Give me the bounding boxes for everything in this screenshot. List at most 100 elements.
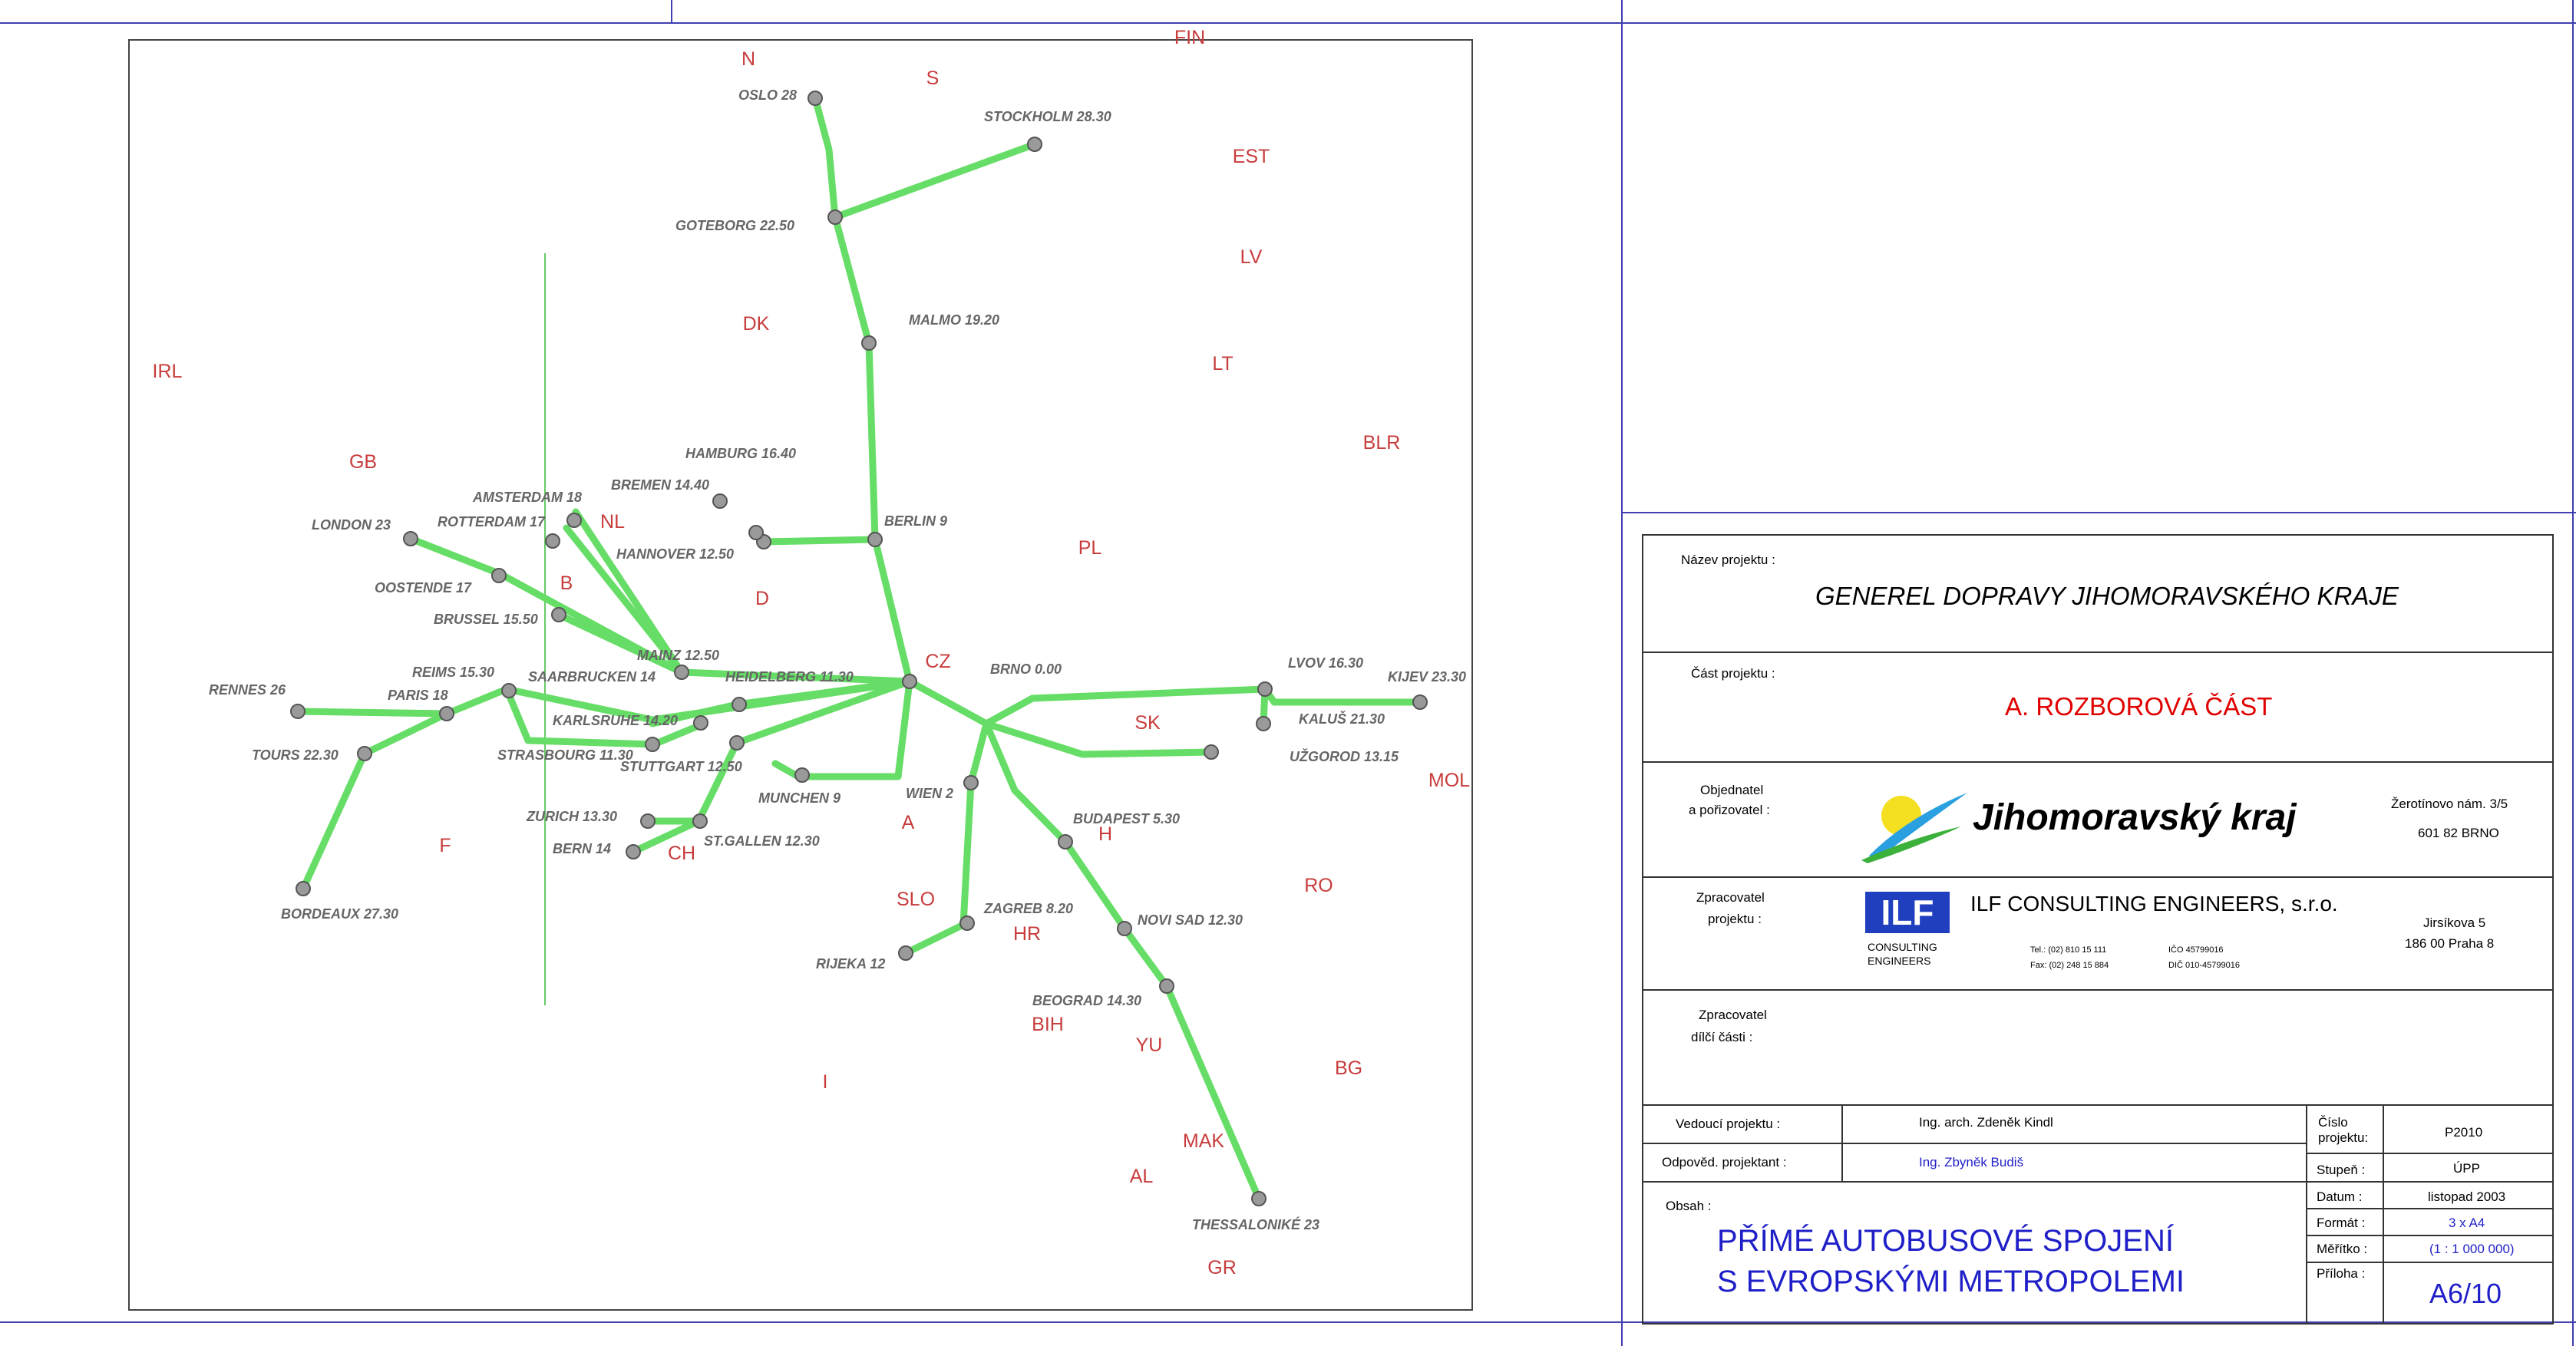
zprac-ico: IČO 45799016: [2168, 945, 2224, 955]
city-node: [403, 531, 418, 546]
odpov-name: Ing. Zbyněk Budiš: [1919, 1155, 2024, 1170]
city-node: [712, 493, 728, 509]
city-label: BORDEAUX 27.30: [281, 906, 398, 922]
city-label: LONDON 23: [312, 517, 391, 533]
city-label: MUNCHEN 9: [758, 790, 841, 806]
city-label: BUDAPEST 5.30: [1073, 811, 1180, 826]
country-label: A: [902, 812, 915, 833]
ilf-logo-sub-1: CONSULTING: [1868, 941, 1937, 953]
city-node: [674, 665, 689, 680]
city-node: [1256, 716, 1271, 731]
route-line: [983, 720, 1215, 758]
country-label: PL: [1078, 537, 1102, 559]
country-label: H: [1098, 823, 1112, 845]
city-label: NOVI SAD 12.30: [1138, 912, 1243, 928]
cislo-value: P2010: [2445, 1125, 2483, 1140]
city-node: [491, 568, 507, 583]
city-label: LVOV 16.30: [1288, 655, 1363, 671]
city-node: [693, 715, 708, 731]
city-label: ST.GALLEN 12.30: [704, 833, 820, 849]
city-label: STRASBOURG 11.30: [497, 747, 633, 763]
route-line: [906, 678, 1424, 727]
city-node: [898, 945, 913, 961]
meritko-value: (1 : 1 000 000): [2429, 1242, 2515, 1256]
jmk-logo-text: Jihomoravský kraj: [1973, 797, 2297, 838]
priloha-label: Příloha :: [2317, 1266, 2366, 1281]
city-label: ROTTERDAM 17: [438, 514, 546, 529]
city-label: HEIDELBERG 11.30: [725, 669, 854, 685]
city-label: BRUSSEL 15.50: [434, 612, 538, 627]
city-label: RIJEKA 12: [816, 956, 885, 972]
city-label: HAMBURG 16.40: [685, 446, 796, 461]
city-label: MAINZ 12.50: [637, 648, 719, 663]
city-node: [545, 533, 560, 549]
country-label: GB: [349, 451, 377, 473]
city-node: [1117, 921, 1132, 936]
city-label: WIEN 2: [906, 786, 953, 801]
ilf-logo-sub-2: ENGINEERS: [1868, 955, 1931, 967]
route-line: [629, 817, 702, 856]
route-line: [503, 685, 704, 748]
datum-value: listopad 2003: [2428, 1189, 2506, 1204]
jmk-logo-icon: [1861, 793, 1967, 863]
city-node: [357, 746, 372, 761]
city-node: [551, 607, 566, 622]
country-label: N: [741, 48, 755, 70]
obsah-line-2: S EVROPSKÝMI METROPOLEMI: [1717, 1265, 2185, 1298]
city-label: TOURS 22.30: [252, 747, 339, 763]
country-label: B: [560, 572, 573, 594]
city-label: STUTTGART 12.50: [620, 759, 742, 774]
city-label: REIMS 15.30: [412, 665, 494, 680]
country-label: FIN: [1174, 27, 1205, 48]
country-label: BG: [1335, 1057, 1362, 1079]
city-label: STOCKHOLM 28.30: [984, 109, 1111, 124]
country-label: DK: [743, 313, 770, 335]
city-node: [794, 767, 810, 783]
route-line: [641, 678, 913, 825]
city-node: [861, 335, 877, 351]
country-label: S: [926, 68, 940, 89]
city-node: [501, 683, 517, 698]
zprac-tel: Tel.: (02) 810 15 111: [2030, 945, 2107, 955]
country-label: RO: [1304, 875, 1333, 896]
stupen-label: Stupeň :: [2317, 1163, 2366, 1177]
route-line: [299, 710, 451, 892]
city-label: RENNES 26: [209, 682, 286, 698]
country-label: LV: [1240, 246, 1263, 268]
cislo-label-2: projektu:: [2318, 1130, 2369, 1145]
project-name: GENEREL DOPRAVY JIHOMORAVSKÉHO KRAJE: [1815, 582, 2399, 610]
country-label: D: [755, 588, 769, 609]
route-line: [752, 529, 879, 546]
country-label: NL: [600, 511, 625, 533]
odpov-label: Odpověd. projektant :: [1662, 1155, 1787, 1170]
country-label: AL: [1130, 1166, 1154, 1187]
city-label: BRNO 0.00: [990, 661, 1062, 677]
country-label: HR: [1013, 923, 1041, 945]
city-node: [1257, 681, 1273, 697]
city-label: UŽGOROD 13.15: [1290, 748, 1399, 764]
format-label: Formát :: [2317, 1216, 2366, 1230]
nazev-label: Název projektu :: [1681, 553, 1775, 567]
city-node: [290, 704, 305, 719]
city-node: [902, 674, 917, 689]
city-node: [1412, 694, 1428, 710]
country-label: GR: [1207, 1257, 1237, 1278]
zprac-company: ILF CONSULTING ENGINEERS, s.r.o.: [1970, 892, 2338, 915]
objednatel-label-2: a pořizovatel :: [1689, 803, 1770, 817]
project-part: A. ROZBOROVÁ ČÁST: [2005, 692, 2273, 721]
dilci-label-2: dílčí části :: [1691, 1030, 1753, 1044]
datum-label: Datum :: [2317, 1189, 2363, 1204]
city-label: SAARBRUCKEN 14: [528, 669, 656, 685]
city-node: [867, 532, 883, 547]
zprac-address-1: Jirsíkova 5: [2423, 915, 2486, 930]
city-node: [959, 915, 975, 931]
vedouci-name: Ing. arch. Zdeněk Kindl: [1919, 1115, 2053, 1130]
city-node: [748, 525, 764, 540]
city-label: OOSTENDE 17: [375, 580, 472, 595]
dilci-label-1: Zpracovatel: [1699, 1008, 1767, 1022]
city-node: [963, 775, 979, 790]
city-node: [1204, 744, 1219, 760]
city-node: [566, 513, 582, 528]
